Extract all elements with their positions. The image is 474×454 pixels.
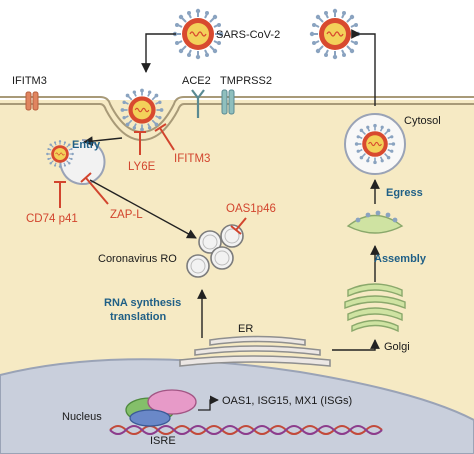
- transcription-arrow: [198, 395, 219, 411]
- ace2-label: ACE2: [182, 75, 211, 87]
- cytosol-label: Cytosol: [404, 115, 441, 127]
- rna-synthesis-label: RNA synthesis: [104, 297, 181, 309]
- zapl-inhibition: [80, 172, 109, 205]
- irf9-factor: [129, 409, 171, 427]
- er-label: ER: [238, 323, 253, 335]
- assembly-label: Assembly: [374, 253, 427, 265]
- virion-released: [308, 7, 362, 61]
- zapl-label: ZAP-L: [110, 209, 143, 221]
- ifitm3-inhibition: [154, 123, 175, 151]
- endosome: [59, 138, 106, 185]
- virus-label: SARS-CoV-2: [216, 29, 280, 41]
- ace2-receptor: [191, 89, 205, 118]
- er-to-golgi-arrow: [332, 339, 380, 351]
- nucleus-label: Nucleus: [62, 411, 102, 423]
- stat2-factor: [147, 389, 197, 415]
- nucleus: [0, 358, 474, 454]
- golgi: [344, 283, 406, 333]
- ifitm3-membrane-protein: [25, 91, 39, 111]
- ly6e-label: LY6E: [128, 161, 156, 173]
- isre-label: ISRE: [150, 435, 176, 447]
- tmprss2-label: TMPRSS2: [220, 75, 272, 87]
- cd74-inhibition: [54, 181, 66, 208]
- oas1p46-inhibition: [230, 217, 247, 235]
- endoplasmic-reticulum: [179, 335, 331, 367]
- ifitm3-red-label: IFITM3: [174, 153, 210, 165]
- entry-arrow: [141, 33, 176, 73]
- cd74-label: CD74 p41: [26, 213, 78, 225]
- tmprss2-protease: [221, 89, 235, 115]
- entry-label: Entry: [72, 139, 101, 151]
- egress-label: Egress: [386, 187, 423, 199]
- to-ro-arrow: [89, 179, 197, 239]
- dna-helix: [109, 425, 383, 435]
- ro-label: Coronavirus RO: [98, 253, 177, 265]
- extracellular-space: [0, 0, 474, 100]
- egressing-virion: [354, 123, 396, 165]
- ly6e-inhibition: [134, 131, 146, 155]
- ifitm3-membrane-label: IFITM3: [12, 75, 47, 87]
- release-arrow: [351, 29, 376, 106]
- golgi-label: Golgi: [384, 341, 410, 353]
- isgs-label: OAS1, ISG15, MX1 (ISGs): [222, 395, 352, 407]
- translation-label: translation: [110, 311, 167, 323]
- endocytosis-arrow: [83, 136, 123, 146]
- virion-entering: [119, 87, 165, 133]
- oas1p46-label: OAS1p46: [226, 203, 276, 215]
- assembly-compartment: [346, 214, 404, 234]
- endocytosed-virion: [45, 139, 75, 169]
